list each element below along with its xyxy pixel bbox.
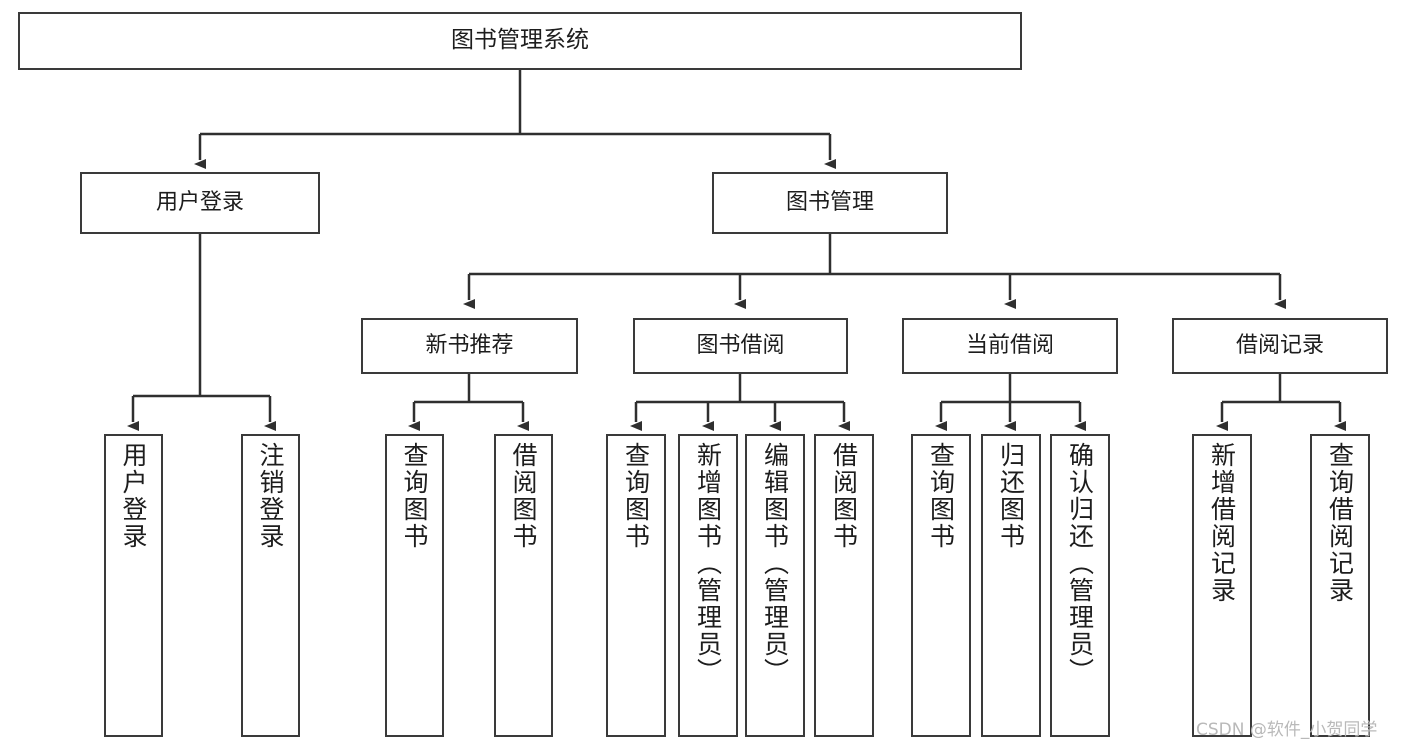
leaf-add-book-admin[interactable]: 新增图书（管理员）	[678, 434, 738, 737]
leaf-user-login[interactable]: 用户登录	[104, 434, 163, 737]
node-book-management[interactable]: 图书管理	[712, 172, 948, 234]
node-label: 查询借阅记录	[1325, 442, 1355, 604]
node-borrow-records[interactable]: 借阅记录	[1172, 318, 1388, 374]
node-label: 新增图书（管理员）	[693, 442, 723, 685]
node-label: 当前借阅	[965, 333, 1054, 359]
node-label: 新书推荐	[425, 333, 514, 359]
node-label: 编辑图书（管理员）	[760, 442, 790, 685]
node-book-borrow[interactable]: 图书借阅	[633, 318, 848, 374]
node-label: 新增借阅记录	[1207, 442, 1237, 604]
node-label: 确认归还（管理员）	[1065, 442, 1095, 685]
leaf-query-borrow-record[interactable]: 查询借阅记录	[1310, 434, 1370, 737]
watermark-text: CSDN @软件_小贺同学	[1196, 720, 1378, 740]
node-label: 图书借阅	[696, 333, 785, 359]
leaf-return-book[interactable]: 归还图书	[981, 434, 1041, 737]
leaf-borrow-book[interactable]: 借阅图书	[814, 434, 874, 737]
leaf-add-borrow-record[interactable]: 新增借阅记录	[1192, 434, 1252, 737]
node-root-system[interactable]: 图书管理系统	[18, 12, 1022, 70]
node-label: 查询图书	[400, 442, 429, 550]
leaf-confirm-return-admin[interactable]: 确认归还（管理员）	[1050, 434, 1110, 737]
node-label: 归还图书	[996, 442, 1026, 550]
leaf-edit-book-admin[interactable]: 编辑图书（管理员）	[745, 434, 805, 737]
leaf-query-book-current[interactable]: 查询图书	[911, 434, 971, 737]
leaf-query-book-borrow[interactable]: 查询图书	[606, 434, 666, 737]
node-label: 查询图书	[926, 442, 956, 550]
node-new-book-recommend[interactable]: 新书推荐	[361, 318, 578, 374]
node-current-borrow[interactable]: 当前借阅	[902, 318, 1118, 374]
node-label: 图书管理系统	[451, 27, 589, 54]
node-label: 借阅记录	[1235, 333, 1324, 359]
node-label: 借阅图书	[509, 442, 538, 550]
leaf-logout[interactable]: 注销登录	[241, 434, 300, 737]
node-label: 用户登录	[155, 190, 244, 216]
node-label: 查询图书	[621, 442, 651, 550]
leaf-borrow-book-recommend[interactable]: 借阅图书	[494, 434, 553, 737]
node-label: 借阅图书	[829, 442, 859, 550]
node-label: 图书管理	[785, 190, 874, 216]
leaf-query-book-recommend[interactable]: 查询图书	[385, 434, 444, 737]
node-user-login[interactable]: 用户登录	[80, 172, 320, 234]
node-label: 注销登录	[256, 442, 285, 550]
node-label: 用户登录	[119, 442, 148, 550]
